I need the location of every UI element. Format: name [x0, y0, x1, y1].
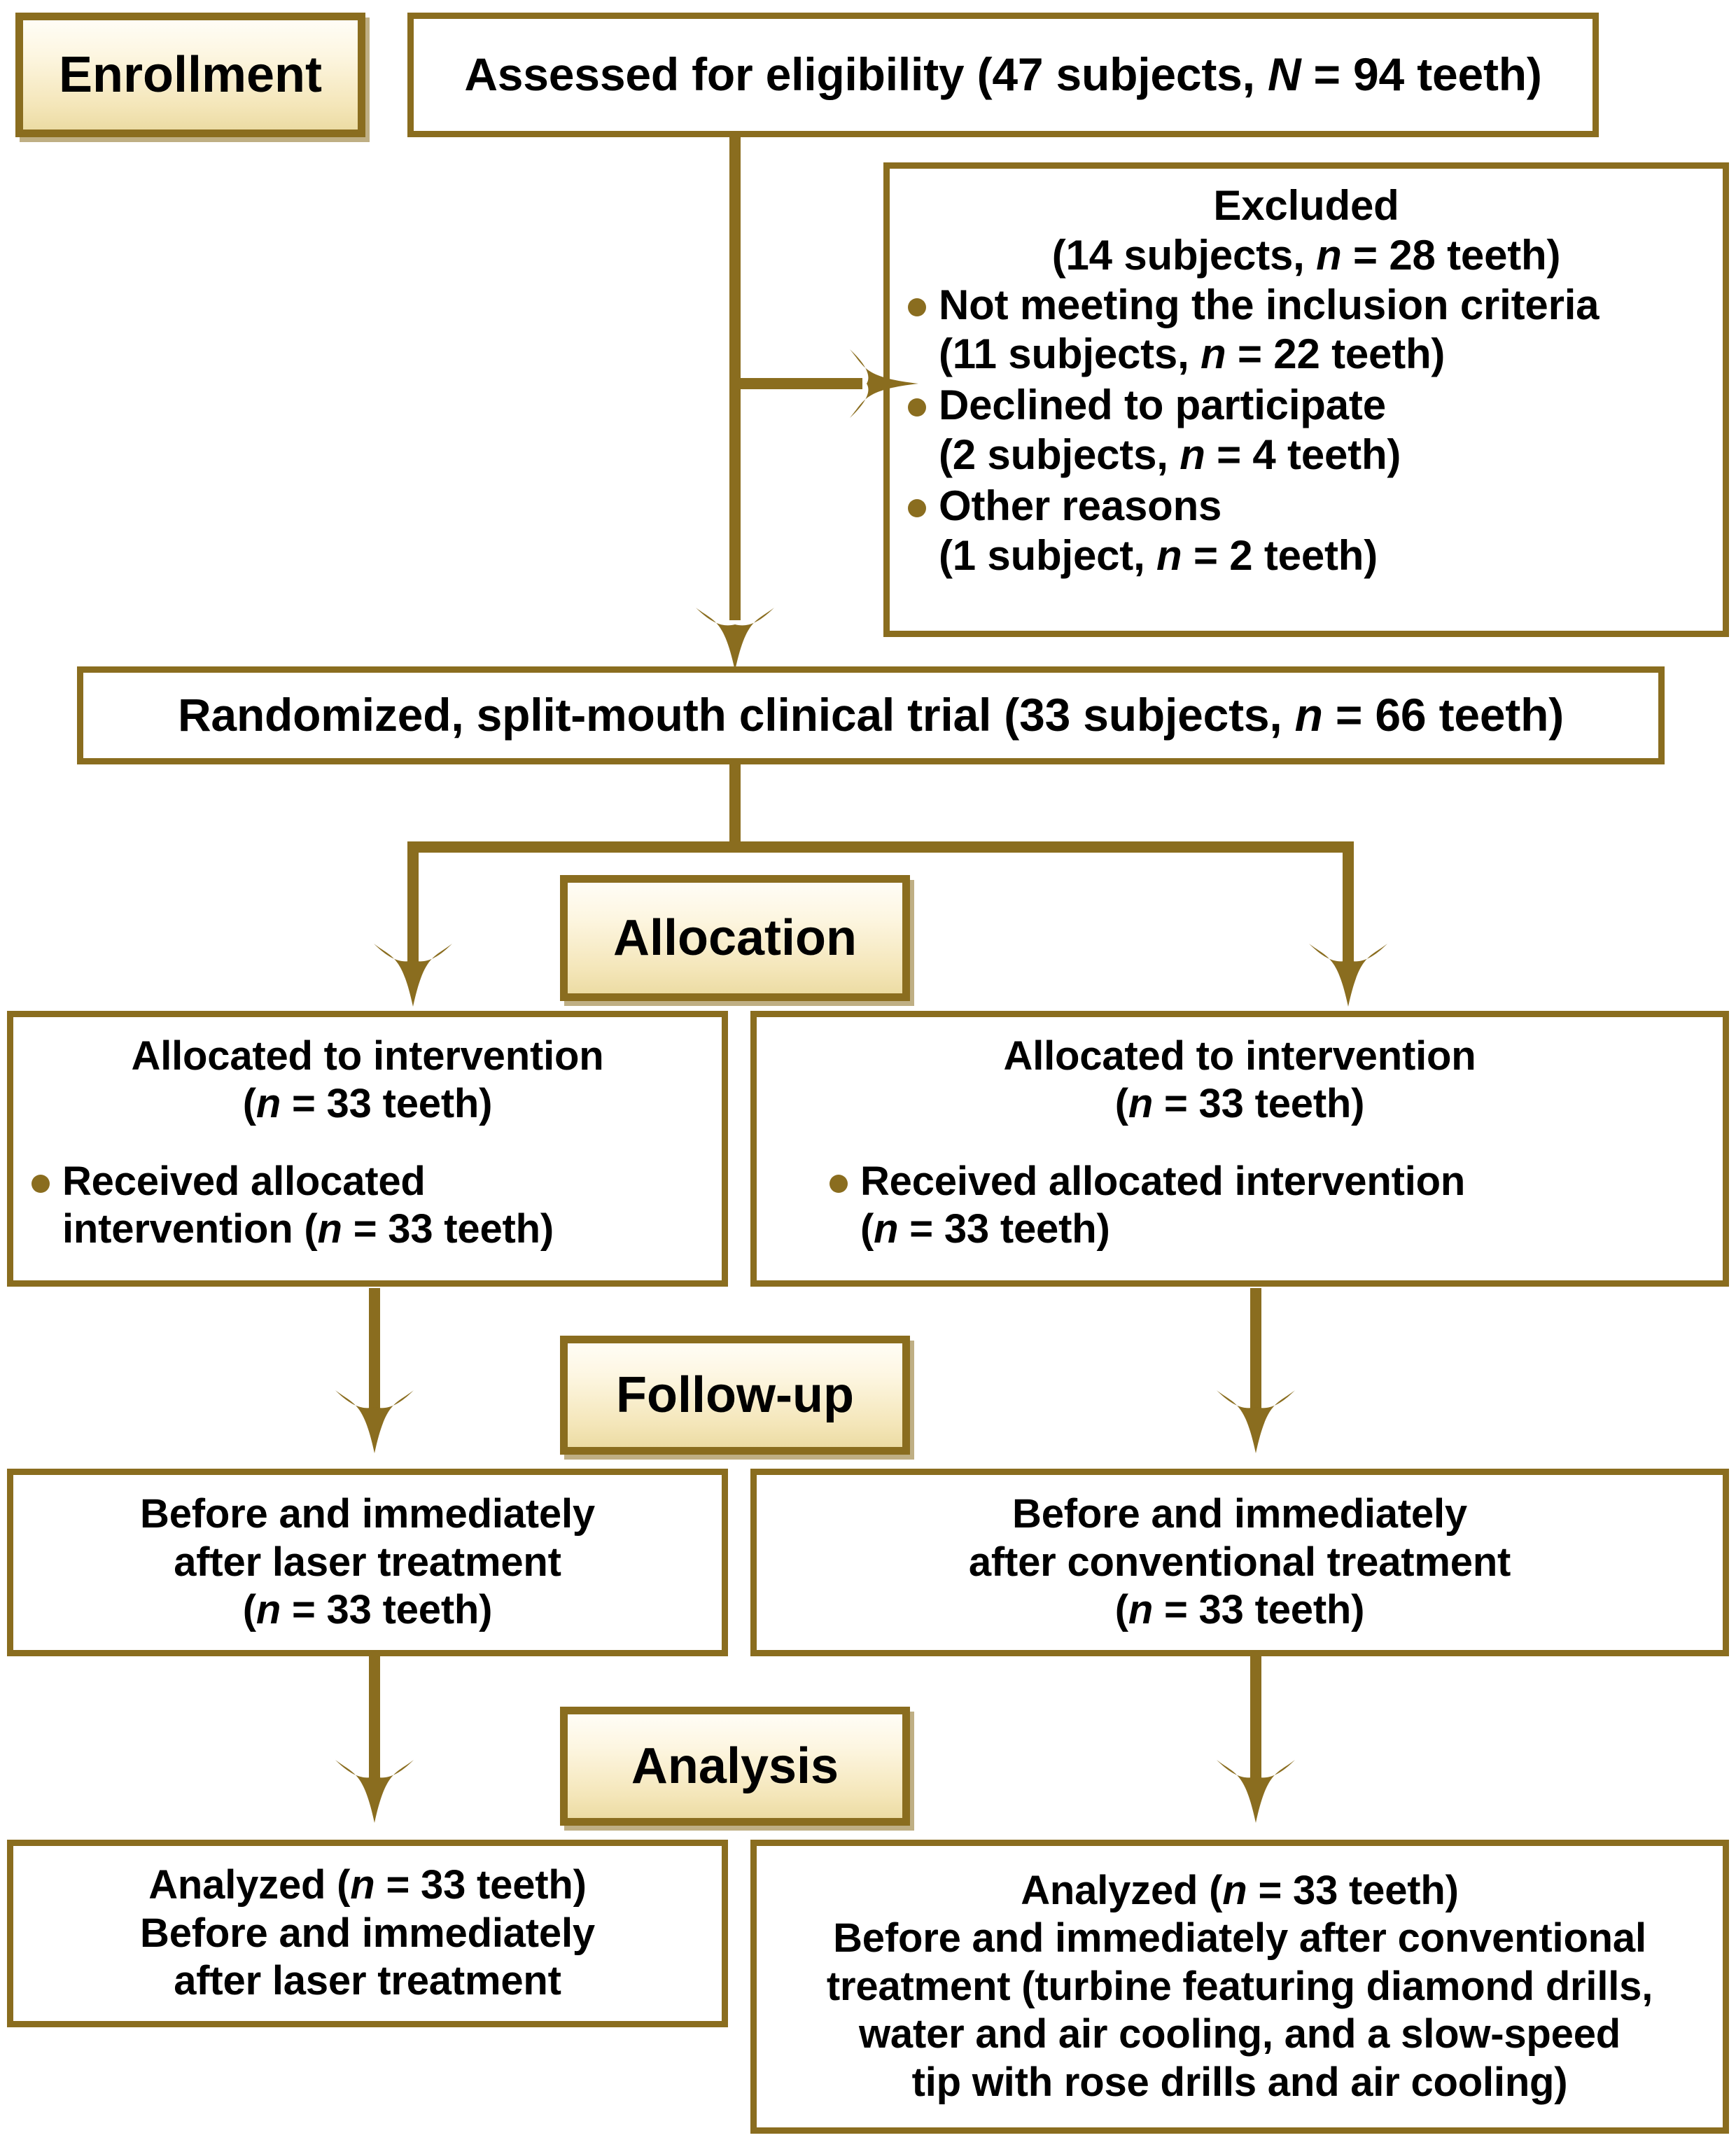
excluded-reason-2-text: Declined to participate — [939, 382, 1386, 429]
stage-label-analysis: Analysis — [560, 1707, 910, 1826]
connector-randomized-right-drop — [1343, 841, 1354, 967]
connector-randomized-left-drop — [407, 841, 419, 967]
node-followup-left: Before and immediately after laser treat… — [7, 1469, 728, 1656]
connector-allocleft-to-followleft-stem — [369, 1288, 380, 1414]
connector-randomized-stem — [729, 764, 741, 847]
analysis-left-line3: after laser treatment — [174, 1958, 561, 2004]
excluded-reason-2-count: (2 subjects, n = 4 teeth) — [939, 431, 1401, 478]
alloc-left-title: Allocated to intervention — [131, 1033, 604, 1079]
alloc-right-received-line1: Received allocated intervention — [860, 1158, 1466, 1204]
alloc-right-received-line2: (n = 33 teeth) — [860, 1206, 1110, 1252]
stage-label-followup: Follow-up — [560, 1336, 910, 1455]
excluded-subtitle: (14 subjects, n = 28 teeth) — [1051, 231, 1561, 279]
analysis-right-line3: treatment (turbine featuring diamond dri… — [826, 1963, 1653, 2009]
excluded-reason-3-text: Other reasons — [939, 482, 1222, 529]
excluded-title: Excluded — [1213, 182, 1399, 229]
follow-left-line1: Before and immediately — [140, 1491, 595, 1537]
excluded-reason-1-text: Not meeting the inclusion criteria — [939, 281, 1600, 328]
analysis-right-line1: Analyzed (n = 33 teeth) — [1021, 1867, 1459, 1913]
node-assessed-for-eligibility: Assessed for eligibility (47 subjects, N… — [407, 13, 1599, 137]
list-item: Other reasons (1 subject, n = 2 teeth) — [899, 482, 1713, 581]
alloc-left-subtitle: (n = 33 teeth) — [242, 1081, 493, 1127]
connector-assessed-to-excluded-arrowhead — [846, 347, 923, 421]
follow-right-line2: after conventional treatment — [968, 1539, 1511, 1585]
follow-left-line3: (n = 33 teeth) — [242, 1587, 493, 1633]
follow-right-line1: Before and immediately — [1012, 1491, 1467, 1537]
alloc-right-list: Received allocated intervention (n = 33 … — [766, 1158, 1713, 1254]
connector-assessed-to-excluded-line — [729, 378, 862, 389]
excluded-reason-list: Not meeting the inclusion criteria (11 s… — [899, 281, 1713, 581]
node-allocated-left: Allocated to intervention (n = 33 teeth)… — [7, 1011, 728, 1287]
follow-left-line2: after laser treatment — [174, 1539, 561, 1585]
node-analysis-left: Analyzed (n = 33 teeth) Before and immed… — [7, 1840, 728, 2027]
connector-followleft-to-analysisleft-stem — [369, 1656, 380, 1785]
excluded-reason-1-count: (11 subjects, n = 22 teeth) — [939, 330, 1446, 378]
alloc-left-received-line2: intervention (n = 33 teeth) — [62, 1206, 554, 1252]
analysis-left-line1: Analyzed (n = 33 teeth) — [148, 1862, 587, 1908]
node-followup-right: Before and immediately after conventiona… — [750, 1469, 1729, 1656]
follow-right-line3: (n = 33 teeth) — [1114, 1587, 1365, 1633]
connector-allocright-to-followright-arrowhead — [1214, 1386, 1298, 1456]
stage-label-analysis-text: Analysis — [631, 1738, 839, 1794]
connector-followleft-to-analysisleft-arrowhead — [332, 1756, 416, 1826]
connector-allocleft-to-followleft-arrowhead — [332, 1386, 416, 1456]
analysis-right-line5: tip with rose drills and air cooling) — [911, 2059, 1568, 2105]
list-item: Received allocated intervention (n = 33 … — [821, 1158, 1713, 1254]
connector-allocright-to-followright-stem — [1250, 1288, 1261, 1414]
stage-label-enrollment: Enrollment — [15, 13, 365, 137]
alloc-left-list: Received allocated intervention (n = 33 … — [23, 1158, 712, 1254]
connector-followright-to-analysisright-arrowhead — [1214, 1756, 1298, 1826]
connector-randomized-bus — [407, 841, 1354, 853]
stage-label-allocation-text: Allocation — [612, 910, 857, 966]
excluded-reason-3-count: (1 subject, n = 2 teeth) — [939, 531, 1378, 579]
connector-followright-to-analysisright-stem — [1250, 1656, 1261, 1785]
assessed-line: Assessed for eligibility (47 subjects, N… — [464, 48, 1542, 101]
alloc-right-title: Allocated to intervention — [1003, 1033, 1476, 1079]
connector-randomized-to-alloc-right-arrowhead — [1306, 939, 1390, 1009]
node-randomized: Randomized, split-mouth clinical trial (… — [77, 666, 1665, 764]
stage-label-allocation: Allocation — [560, 875, 910, 1001]
connector-randomized-to-alloc-left-arrowhead — [371, 939, 455, 1009]
analysis-right-line4: water and air cooling, and a slow-speed — [859, 2011, 1620, 2057]
stage-label-followup-text: Follow-up — [616, 1367, 854, 1423]
stage-label-enrollment-text: Enrollment — [58, 47, 323, 103]
node-analysis-right: Analyzed (n = 33 teeth) Before and immed… — [750, 1840, 1729, 2134]
node-excluded: Excluded (14 subjects, n = 28 teeth) Not… — [883, 162, 1729, 637]
analysis-left-line2: Before and immediately — [140, 1910, 595, 1956]
node-allocated-right: Allocated to intervention (n = 33 teeth)… — [750, 1011, 1729, 1287]
alloc-left-received-line1: Received allocated — [62, 1158, 426, 1204]
list-item: Not meeting the inclusion criteria (11 s… — [899, 281, 1713, 380]
connector-assessed-to-randomized-arrowhead — [693, 603, 777, 673]
list-item: Received allocated intervention (n = 33 … — [23, 1158, 712, 1254]
randomized-line: Randomized, split-mouth clinical trial (… — [177, 689, 1564, 741]
alloc-right-subtitle: (n = 33 teeth) — [1114, 1081, 1365, 1127]
analysis-right-line2: Before and immediately after conventiona… — [833, 1915, 1646, 1961]
list-item: Declined to participate (2 subjects, n =… — [899, 381, 1713, 480]
